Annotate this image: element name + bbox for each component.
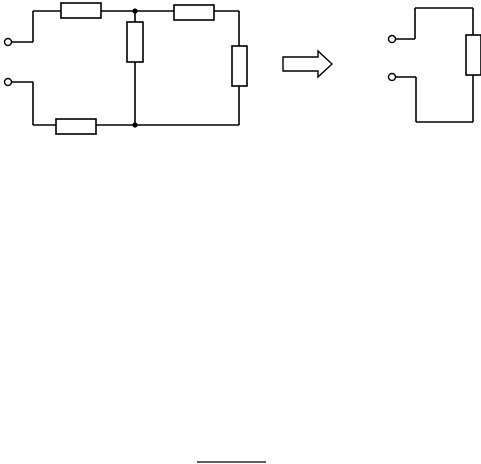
transform-arrow-icon (282, 49, 334, 79)
resistor-bottom (55, 118, 97, 135)
junction-node-bottom (132, 122, 138, 128)
junction-node-top (132, 8, 138, 14)
resistor-right-vertical (231, 45, 248, 87)
eq-input-terminal-upper (387, 34, 397, 44)
input-terminal-upper (3, 37, 13, 47)
resistor-top-right (173, 4, 215, 21)
equivalent-circuit (387, 7, 481, 123)
equivalent-resistor (465, 34, 481, 76)
original-circuit (3, 2, 248, 135)
resistor-top-left (60, 2, 102, 19)
eq-input-terminal-lower (387, 72, 397, 82)
resistor-middle-vertical (126, 21, 144, 63)
input-terminal-lower (3, 77, 13, 87)
